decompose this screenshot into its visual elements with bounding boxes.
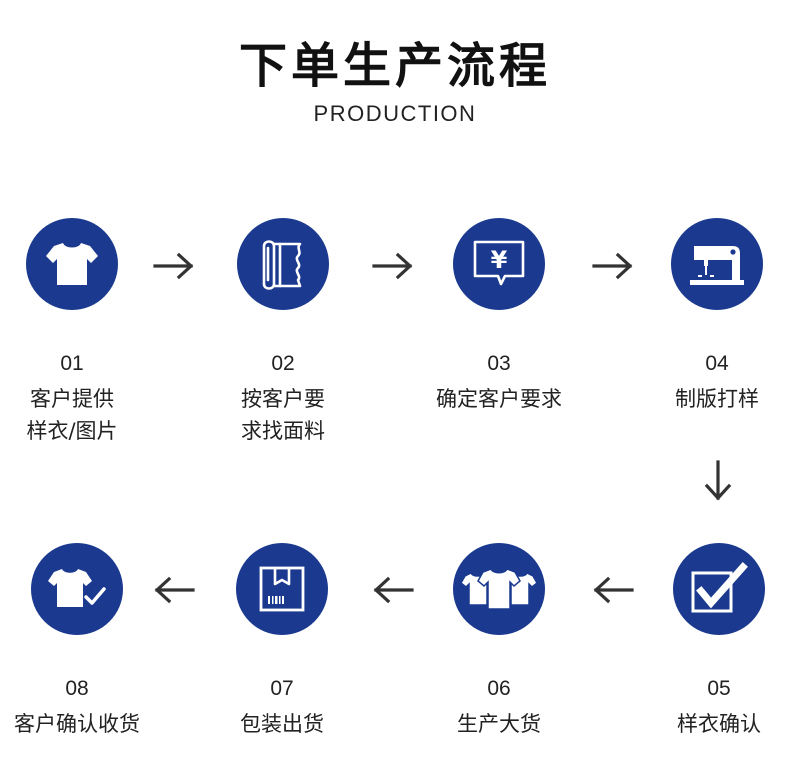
step-05-number: 05: [707, 677, 731, 700]
arrow-right-icon: [592, 252, 633, 280]
tshirt-icon: [46, 243, 98, 285]
step-05: 05 样衣确认: [629, 543, 790, 740]
step-06-label-line1: 生产大货: [457, 712, 541, 736]
yen-price-icon: ¥: [473, 240, 525, 286]
step-01-circle: [26, 218, 118, 310]
step-07-label-line1: 包装出货: [240, 712, 324, 736]
step-04: 04 制版打样: [627, 218, 790, 415]
arrow-right-icon: [372, 252, 413, 280]
step-02: 02 按客户要 求找面料: [193, 218, 373, 447]
tshirt-check-icon: [48, 569, 106, 607]
step-01-label-line1: 客户提供: [30, 387, 114, 411]
step-03-label-line1: 确定客户要求: [436, 387, 562, 411]
step-07-number: 07: [270, 677, 294, 700]
step-04-circle: [671, 218, 763, 310]
step-06-number: 06: [487, 677, 511, 700]
step-08: 08 客户确认收货: [0, 543, 167, 740]
arrow-right-icon: [153, 252, 194, 280]
step-04-label-line1: 制版打样: [675, 387, 759, 411]
fabric-roll-icon: [262, 240, 302, 290]
step-03-number: 03: [487, 352, 511, 375]
step-03-circle: ¥: [453, 218, 545, 310]
step-07: 07 包装出货: [192, 543, 372, 740]
step-02-label-line2: 求找面料: [241, 419, 325, 443]
page-title: 下单生产流程: [238, 38, 551, 94]
arrow-left-icon: [373, 576, 414, 604]
arrow-down-icon: [704, 460, 732, 501]
arrow-left-icon: [593, 576, 634, 604]
arrow-left-icon: [154, 576, 195, 604]
step-03: ¥ 03 确定客户要求: [409, 218, 589, 415]
multiple-shirts-icon: [461, 568, 537, 610]
step-01: 01 客户提供 样衣/图片: [0, 218, 162, 447]
step-02-label-line1: 按客户要: [241, 387, 325, 411]
yen-symbol: ¥: [491, 246, 508, 274]
checkbox-icon: [691, 562, 748, 613]
step-04-number: 04: [705, 352, 729, 375]
step-05-label-line1: 样衣确认: [677, 712, 761, 736]
step-07-circle: [236, 543, 328, 635]
step-02-number: 02: [271, 352, 295, 375]
step-01-number: 01: [60, 352, 84, 375]
step-08-number: 08: [65, 677, 89, 700]
package-box-icon: [259, 566, 305, 612]
step-05-circle: [673, 543, 765, 635]
step-06-circle: [453, 543, 545, 635]
step-08-circle: [31, 543, 123, 635]
step-02-circle: [237, 218, 329, 310]
sewing-machine-icon: [690, 246, 744, 285]
step-01-label-line2: 样衣/图片: [26, 419, 118, 443]
step-06: 06 生产大货: [409, 543, 589, 740]
step-08-label-line1: 客户确认收货: [14, 712, 140, 736]
page-subtitle: PRODUCTION: [313, 101, 477, 126]
